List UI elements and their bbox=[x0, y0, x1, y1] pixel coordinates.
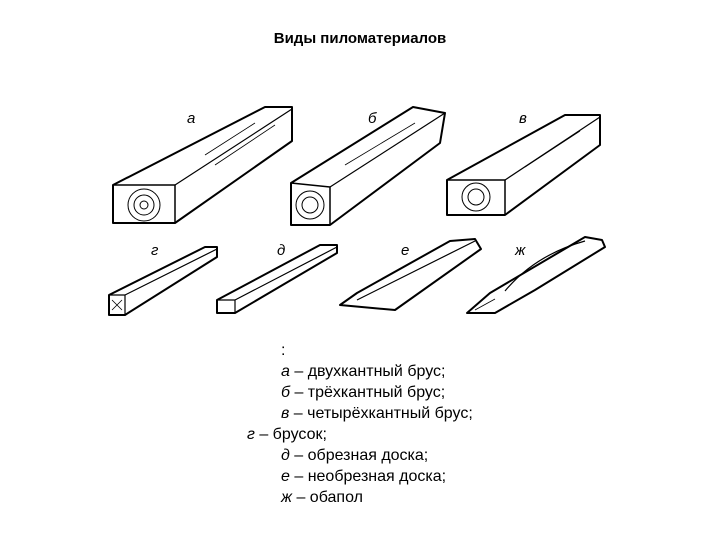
caption-text: – трёхкантный брус; bbox=[290, 384, 446, 401]
caption-line: б – трёхкантный брус; bbox=[281, 382, 445, 403]
caption-colon: : bbox=[281, 342, 286, 359]
caption-letter: г bbox=[247, 426, 255, 443]
caption-letter: в bbox=[281, 405, 290, 422]
beam-three-edged-drawing bbox=[290, 106, 446, 226]
caption-letter: а bbox=[281, 363, 290, 380]
label-e: е bbox=[401, 242, 409, 259]
page-title: Виды пиломатериалов bbox=[273, 30, 447, 47]
beam-two-edged-drawing bbox=[112, 106, 293, 224]
edged-board-drawing bbox=[216, 244, 338, 314]
label-g: г bbox=[151, 242, 159, 259]
caption-letter: д bbox=[281, 447, 290, 464]
caption-letter: б bbox=[281, 384, 290, 401]
caption-line: д – обрезная доска; bbox=[281, 445, 428, 466]
label-b: б bbox=[368, 110, 377, 127]
label-zh: ж bbox=[514, 242, 526, 259]
beam-four-edged-drawing bbox=[446, 114, 601, 216]
caption-text: – необрезная доска; bbox=[289, 468, 447, 485]
label-v: в bbox=[519, 110, 527, 127]
slab-drawing bbox=[466, 236, 606, 314]
caption-line: г – брусок; bbox=[247, 424, 327, 445]
label-d: д bbox=[277, 242, 285, 259]
caption-line: ж – обапол bbox=[281, 487, 363, 508]
caption-text: – четырёхкантный брус; bbox=[289, 405, 473, 422]
caption-text: – обапол bbox=[292, 489, 363, 506]
unedged-board-drawing bbox=[339, 238, 482, 311]
caption-text: – брусок; bbox=[254, 426, 327, 443]
caption-line: е – необрезная доска; bbox=[281, 466, 446, 487]
label-a: а bbox=[187, 110, 195, 127]
bar-drawing bbox=[108, 246, 218, 316]
caption-line: в – четырёхкантный брус; bbox=[281, 403, 473, 424]
caption-text: – обрезная доска; bbox=[289, 447, 429, 464]
caption-line: а – двухкантный брус; bbox=[281, 361, 445, 382]
lumber-figure: а б в г д е ж bbox=[95, 95, 625, 330]
caption-text: – двухкантный брус; bbox=[289, 363, 446, 380]
caption-letter: е bbox=[281, 468, 290, 485]
caption-letter: ж bbox=[281, 489, 293, 506]
